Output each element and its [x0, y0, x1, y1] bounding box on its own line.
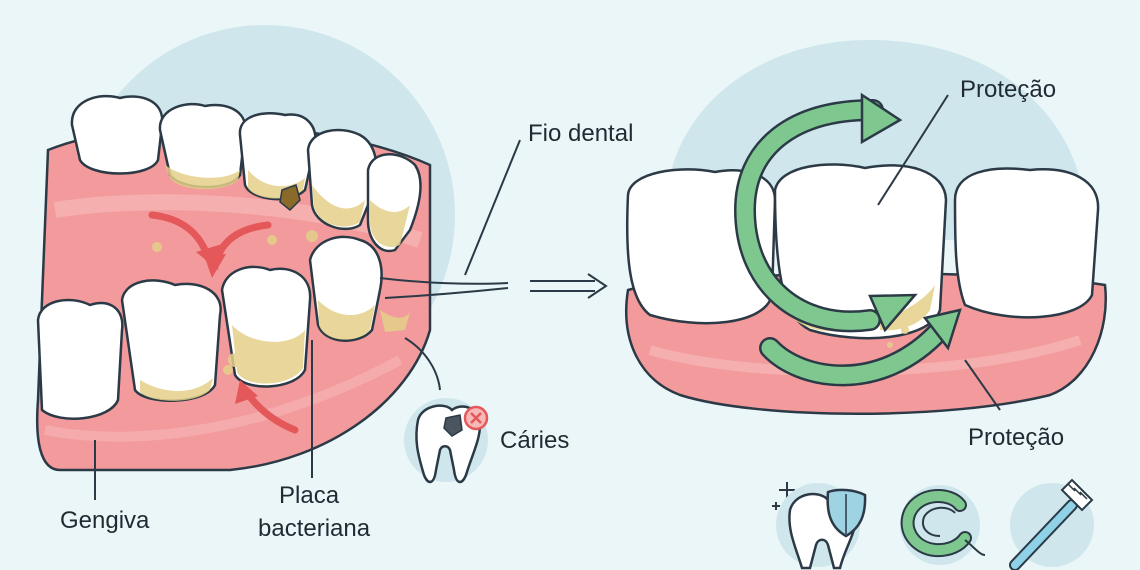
floss-strand: [379, 277, 509, 299]
label-placa-line1: Placa: [279, 482, 340, 509]
sparkle-icon: [772, 482, 795, 510]
label-protecao-bottom: Proteção: [968, 424, 1065, 451]
red-arrowheads: [196, 244, 258, 404]
protection-arrows: [733, 92, 962, 387]
label-placa-line2: bacteriana: [258, 515, 371, 542]
lower-plaque: [140, 300, 410, 401]
label-fio-dental: Fio dental: [528, 120, 634, 147]
transition-arrow: [530, 273, 608, 299]
tooth-shield-icon: [776, 483, 867, 570]
toothbrush-icon: [1009, 478, 1094, 570]
leader-lines: [94, 94, 1001, 500]
label-caries: Cáries: [500, 427, 570, 454]
label-gengiva: Gengiva: [60, 507, 150, 534]
decayed-tooth-icon: [404, 398, 489, 484]
label-protecao-top: Proteção: [960, 76, 1057, 103]
floss-coil-icon: [900, 485, 986, 565]
decay-spots: [279, 184, 301, 212]
